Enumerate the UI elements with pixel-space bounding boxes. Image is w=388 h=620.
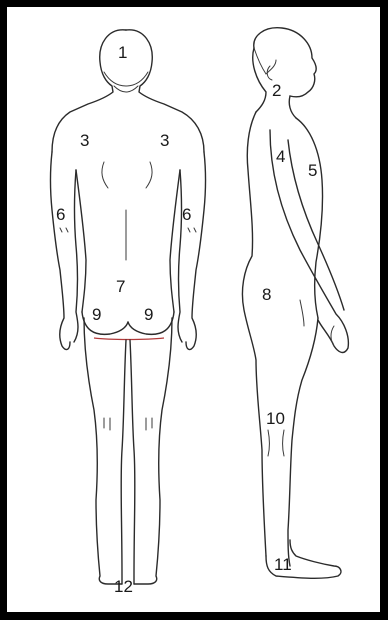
- label-back-elbow-right: 6: [182, 205, 191, 224]
- label-back-buttock-left: 9: [92, 305, 101, 324]
- side-head-outline: [254, 28, 316, 97]
- label-side-front: 5: [308, 161, 317, 180]
- label-back-shoulder-right: 3: [160, 131, 169, 150]
- label-side-hip: 8: [262, 285, 271, 304]
- label-back-elbow-left: 6: [56, 205, 65, 224]
- label-back-feet: 12: [114, 577, 133, 596]
- side-view-figure: [242, 28, 348, 579]
- back-view-figure: [51, 30, 206, 584]
- label-side-ankle: 11: [274, 555, 292, 574]
- label-side-chest: 4: [276, 147, 285, 166]
- label-side-knee: 10: [266, 409, 285, 428]
- label-back-buttock-right: 9: [144, 305, 153, 324]
- label-back-shoulder-left: 3: [80, 131, 89, 150]
- label-back-head: 1: [118, 43, 127, 62]
- label-side-neck: 2: [272, 81, 281, 100]
- label-back-lower: 7: [116, 277, 125, 296]
